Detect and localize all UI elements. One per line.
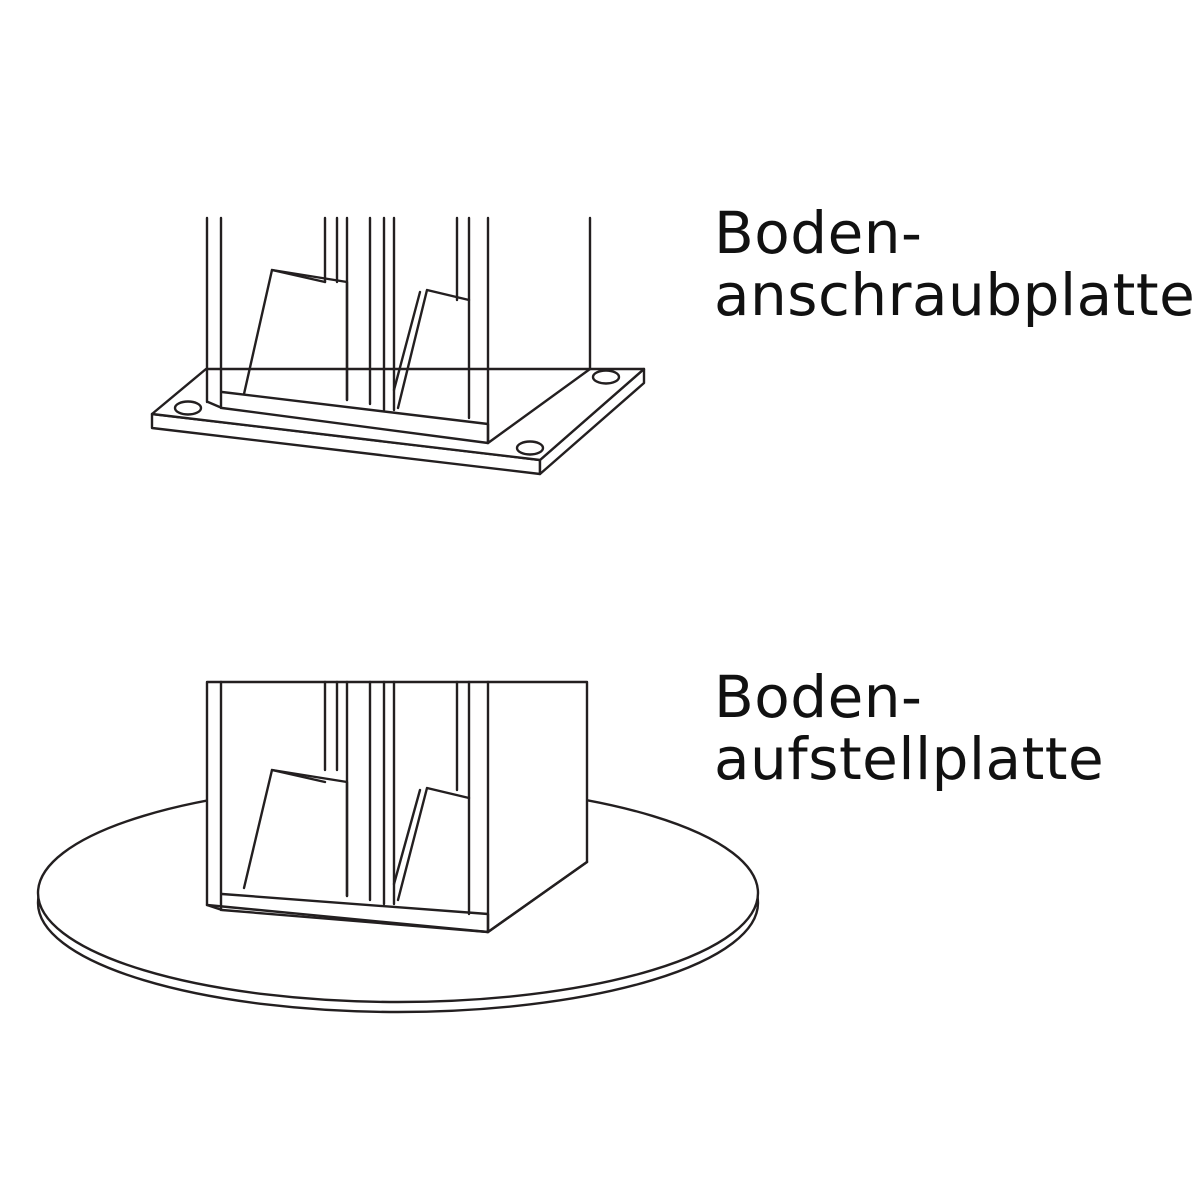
- bolt-hole-left: [173, 400, 203, 416]
- stand-gusset-right-inner: [392, 788, 422, 886]
- screw-gusset-right-inner: [392, 290, 422, 392]
- screw-post-bottom-right-edge: [486, 367, 592, 445]
- screw-gusset-left: [242, 268, 349, 402]
- label-stand-base-plate: Boden- aufstellplatte: [714, 666, 1104, 790]
- screw-base-plate-drawing: [150, 216, 646, 476]
- label-stand-line-1: Boden-: [714, 663, 923, 731]
- label-screw-line-1: Boden-: [714, 199, 923, 267]
- stand-gusset-right: [396, 786, 471, 902]
- screw-gusset-right: [396, 288, 471, 410]
- stand-post-bottom-right-edge: [486, 860, 589, 934]
- label-stand-line-2: aufstellplatte: [714, 725, 1105, 793]
- stand-base-plate-drawing: [36, 680, 760, 1014]
- stand-gusset-left-top: [270, 768, 327, 784]
- bolt-hole-right: [591, 369, 621, 385]
- stand-gusset-left: [242, 768, 349, 898]
- label-screw-base-plate: Boden- anschraubplatte: [714, 202, 1195, 326]
- screw-gusset-left-top: [270, 268, 327, 284]
- bolt-hole-front: [515, 440, 545, 456]
- label-screw-line-2: anschraubplatte: [714, 261, 1196, 329]
- screw-plate-top-face: [150, 367, 646, 462]
